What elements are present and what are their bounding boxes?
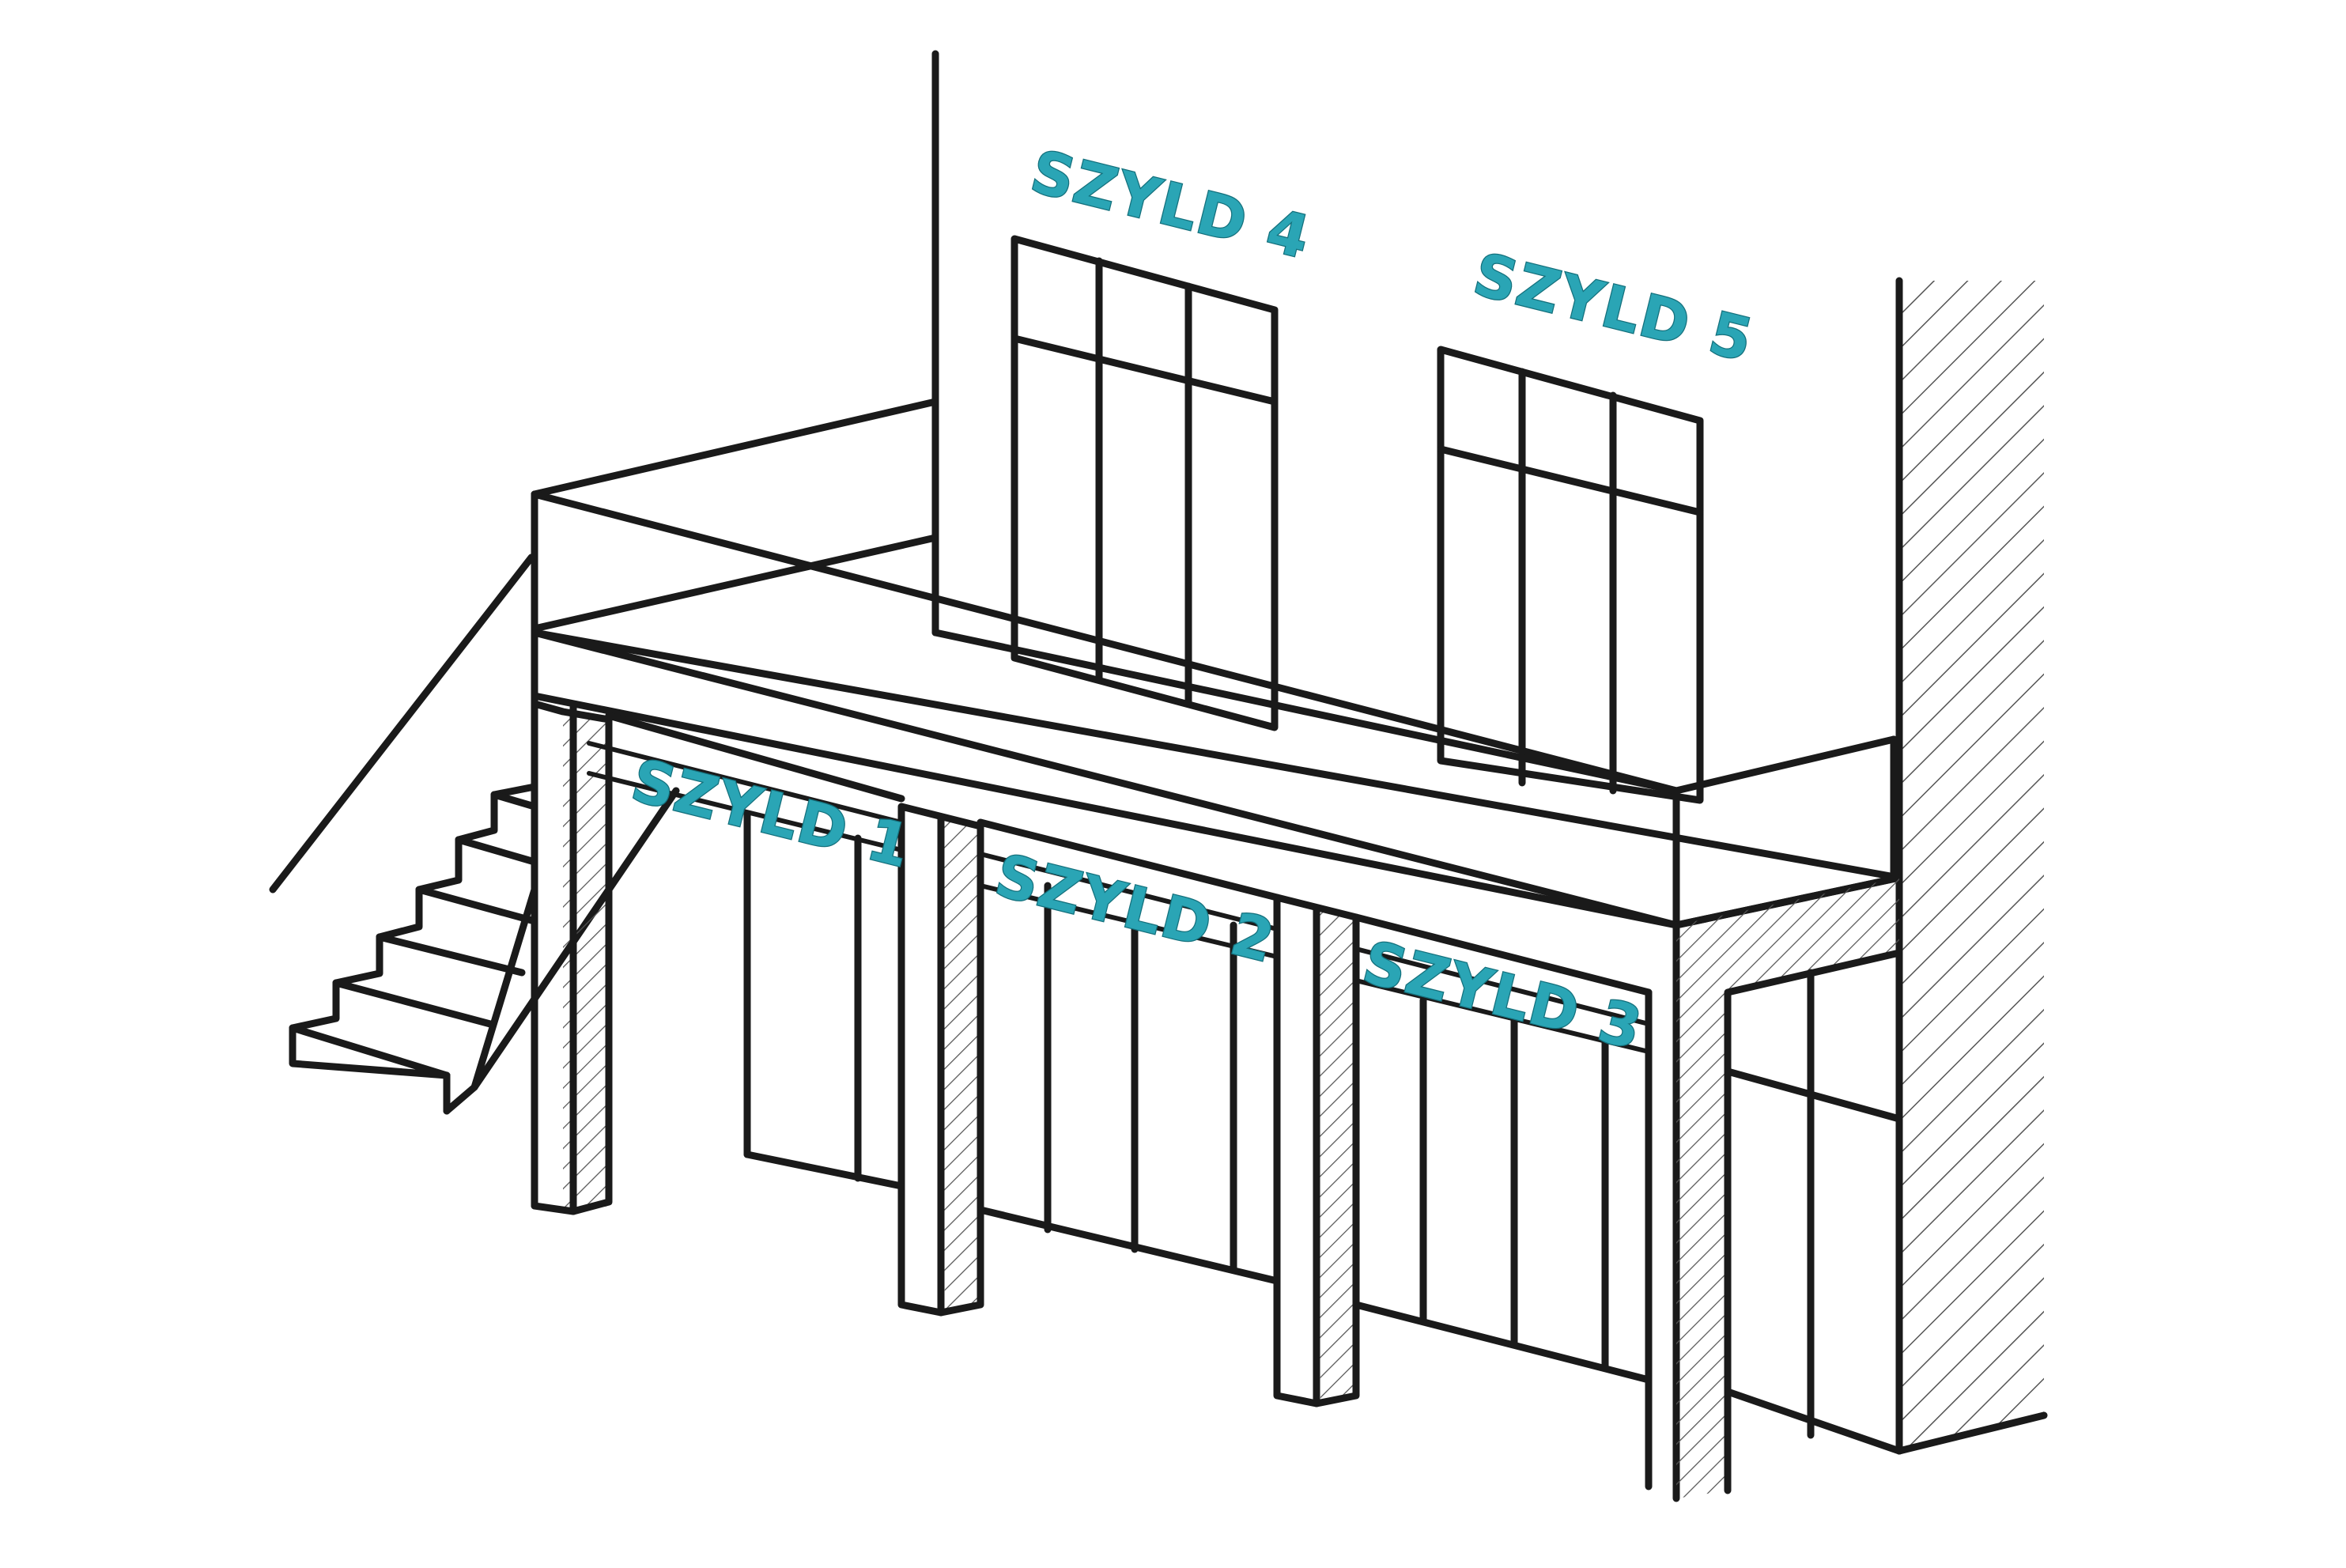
column-1 xyxy=(531,700,613,1215)
stair-handrail xyxy=(269,554,535,894)
corner-column xyxy=(1676,878,1899,1498)
upper-window-right xyxy=(1437,346,1704,804)
shopfront-2 xyxy=(977,818,1281,1285)
shopfront-1 xyxy=(587,712,905,1190)
shopfront-3 xyxy=(1352,913,1653,1491)
column-2 xyxy=(897,803,984,1317)
sign-szyld-3: SZYLD 3 xyxy=(1357,928,1649,1064)
sign-labels: SZYLD 1 SZYLD 2 SZYLD 3 SZYLD 4 SZYLD 5 xyxy=(624,137,1761,1064)
column-3 xyxy=(1273,894,1360,1407)
sign-szyld-5: SZYLD 5 xyxy=(1468,240,1760,376)
ground-window-right xyxy=(1724,949,1903,1494)
balcony-railing xyxy=(531,398,1898,929)
staircase xyxy=(289,783,680,1115)
right-wall xyxy=(1895,277,2048,1455)
upper-window-left xyxy=(1011,235,1279,731)
